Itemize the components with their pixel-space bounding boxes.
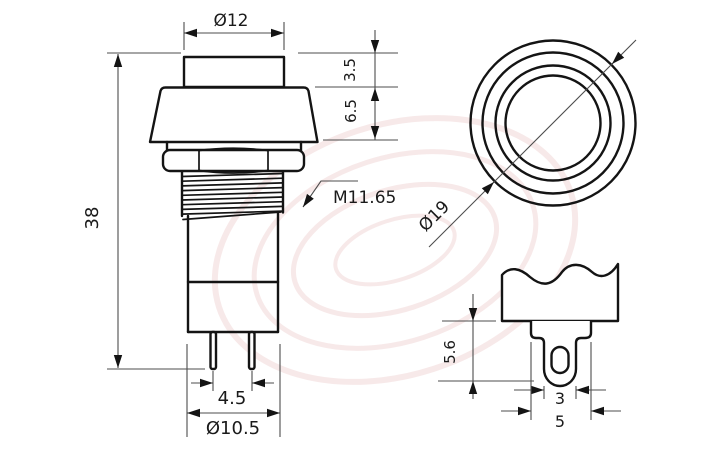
thread-runout-line <box>182 211 282 221</box>
dim-terminal-height: 5.6 <box>438 294 534 399</box>
switch-body <box>186 211 280 334</box>
dim-cap-diameter-label: Ø12 <box>213 11 248 31</box>
face-inner-ring <box>494 64 612 182</box>
arrowhead <box>518 406 531 416</box>
thread-line <box>181 205 284 211</box>
hex-nut <box>161 148 306 173</box>
arrowhead <box>200 378 213 388</box>
dim-terminal-base-width: 5 <box>501 342 621 431</box>
arrowhead <box>370 88 380 101</box>
arrowhead <box>468 308 478 321</box>
thread-spec-label: M11.65 <box>333 188 396 208</box>
top-view: Ø19 <box>415 39 637 248</box>
leader-thread-spec: M11.65 <box>302 180 396 208</box>
face-rim-circle <box>481 51 625 195</box>
diameter-line <box>428 39 637 248</box>
dim-cap-heights: 3.5 6.5 <box>298 30 398 141</box>
arrowhead <box>612 51 625 64</box>
dim-terminal-height-label: 5.6 <box>441 340 459 364</box>
arrowhead <box>252 378 265 388</box>
arrowhead <box>271 28 284 38</box>
arrowhead <box>184 28 197 38</box>
terminal-pin <box>247 330 256 371</box>
arrowhead <box>113 355 123 368</box>
face-outer-circle <box>469 39 637 207</box>
thread-line <box>181 182 284 187</box>
button-cap-skirt <box>148 86 319 144</box>
watermark-ring <box>211 115 579 385</box>
watermark-ring <box>251 149 539 351</box>
face-button-circle <box>504 74 602 172</box>
watermark-ring <box>333 213 457 287</box>
dim-cap-top-height-label: 3.5 <box>341 58 359 82</box>
dim-pin-pitch: 4.5 <box>191 371 274 409</box>
arrowhead <box>576 385 589 395</box>
arrowhead <box>267 408 280 418</box>
thread-line <box>181 191 284 197</box>
arrowhead <box>113 54 123 67</box>
watermark-logo <box>211 115 579 385</box>
dim-face-diameter-label: Ø19 <box>415 197 454 236</box>
thread-line <box>181 200 284 206</box>
thread-line <box>181 186 284 192</box>
dim-body-diameter-label: Ø10.5 <box>206 418 260 439</box>
dim-overall-length: 38 <box>82 52 205 370</box>
dim-terminal-width-label: 3 <box>555 389 565 408</box>
thread-line <box>181 196 284 201</box>
thread-line <box>181 172 284 178</box>
arrowhead <box>468 381 478 394</box>
dim-cap-skirt-height-label: 6.5 <box>342 99 360 123</box>
thread-line <box>181 177 284 183</box>
dim-terminal-base-width-label: 5 <box>555 412 565 431</box>
hex-nut-facet-arc <box>198 169 269 174</box>
dim-overall-length-label: 38 <box>82 207 103 230</box>
dim-body-diameter: Ø10.5 <box>186 344 281 439</box>
side-view-terminal <box>500 262 620 388</box>
arrowhead <box>370 40 380 53</box>
thread-line <box>181 210 284 215</box>
arrowhead <box>531 385 544 395</box>
dim-terminal-width: 3 <box>514 385 606 408</box>
arrowhead <box>187 408 200 418</box>
thread-section <box>180 170 285 221</box>
button-cap-top <box>182 55 286 89</box>
dim-cap-diameter: Ø12 <box>183 11 285 50</box>
hex-nut-facet-arc <box>198 147 269 152</box>
dim-pin-pitch-label: 4.5 <box>218 388 247 409</box>
terminal-hole <box>550 345 570 375</box>
body-break-outline <box>500 262 620 323</box>
terminal-pin <box>209 330 218 371</box>
arrowhead <box>591 406 604 416</box>
front-view <box>148 55 319 371</box>
arrowhead <box>303 193 314 207</box>
watermark-ring <box>290 181 500 319</box>
arrowhead <box>370 126 380 139</box>
arrowhead <box>481 182 494 195</box>
